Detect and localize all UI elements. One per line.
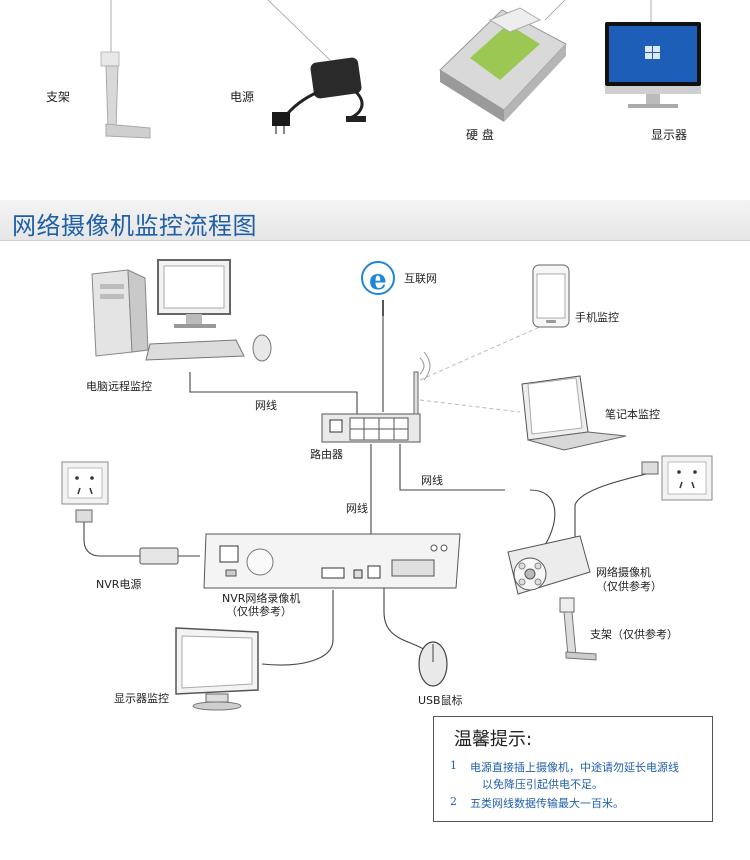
camera-label-line1: 网络摄像机 <box>596 566 651 579</box>
cable-label-right: 网线 <box>421 474 443 487</box>
camera-label-line2: （仅供参考） <box>596 580 662 593</box>
nvr-power-label: NVR电源 <box>96 578 142 591</box>
tip-1-line-2: 以免降压引起供电不足。 <box>482 778 603 791</box>
pc-image <box>91 259 272 362</box>
cable-label-left: 网线 <box>346 502 368 515</box>
nvr-label-line1: NVR网络录像机 <box>222 592 301 605</box>
wall-outlet-right <box>641 455 713 501</box>
wireless-links <box>419 317 561 413</box>
wall-outlet-left <box>61 461 109 523</box>
phone-image <box>532 264 570 328</box>
phone-label: 手机监控 <box>575 311 619 324</box>
usb-mouse-label: USB鼠标 <box>418 694 463 707</box>
accessories-strip: 支架 电源 硬 盘 显示器 <box>0 0 750 190</box>
usb-mouse-image <box>418 641 448 687</box>
laptop-image <box>521 375 627 451</box>
cable-label-top: 网线 <box>255 399 277 412</box>
power-label: 电源 <box>230 90 255 104</box>
section-banner: 网络摄像机监控流程图 <box>0 200 750 241</box>
hard-disk-image <box>439 7 567 122</box>
monitor-image <box>605 22 701 108</box>
bracket-label: 支架 <box>46 90 71 104</box>
pc-label: 电脑远程监控 <box>86 380 152 393</box>
network-diagram: e <box>61 259 713 711</box>
monitor-bottom-image <box>175 627 259 711</box>
banner-title: 网络摄像机监控流程图 <box>12 212 257 240</box>
monitor-bottom-label: 显示器监控 <box>114 692 169 705</box>
tip-2-line-1: 五类网线数据传输最大一百米。 <box>470 797 624 810</box>
bracket-image <box>100 51 151 139</box>
tips-title: 温馨提示: <box>454 729 533 750</box>
tip-2-number: 2 <box>450 795 457 808</box>
tip-1-line-1: 电源直接插上摄像机，中途请勿延长电源线 <box>470 761 679 774</box>
hdd-label: 硬 盘 <box>466 128 494 142</box>
accessories-illustrations <box>100 0 701 139</box>
laptop-label: 笔记本监控 <box>605 408 660 421</box>
monitor-label: 显示器 <box>651 128 688 142</box>
nvr-power-adapter <box>139 547 179 565</box>
nvr-image <box>203 533 461 589</box>
network-camera-image <box>507 535 591 595</box>
tip-1-number: 1 <box>450 759 457 772</box>
nvr-label-line2: （仅供参考） <box>226 605 292 618</box>
svg-text:e: e <box>369 263 387 296</box>
router-image <box>321 351 431 443</box>
internet-label: 互联网 <box>404 272 437 285</box>
power-adapter-image <box>272 57 366 134</box>
camera-bracket-image <box>559 597 597 661</box>
internet-icon: e <box>361 261 395 316</box>
tips-box: 温馨提示: 1 电源直接插上摄像机，中途请勿延长电源线 以免降压引起供电不足。 … <box>433 716 713 822</box>
router-label: 路由器 <box>310 448 343 461</box>
camera-bracket-label: 支架（仅供参考） <box>590 628 678 641</box>
